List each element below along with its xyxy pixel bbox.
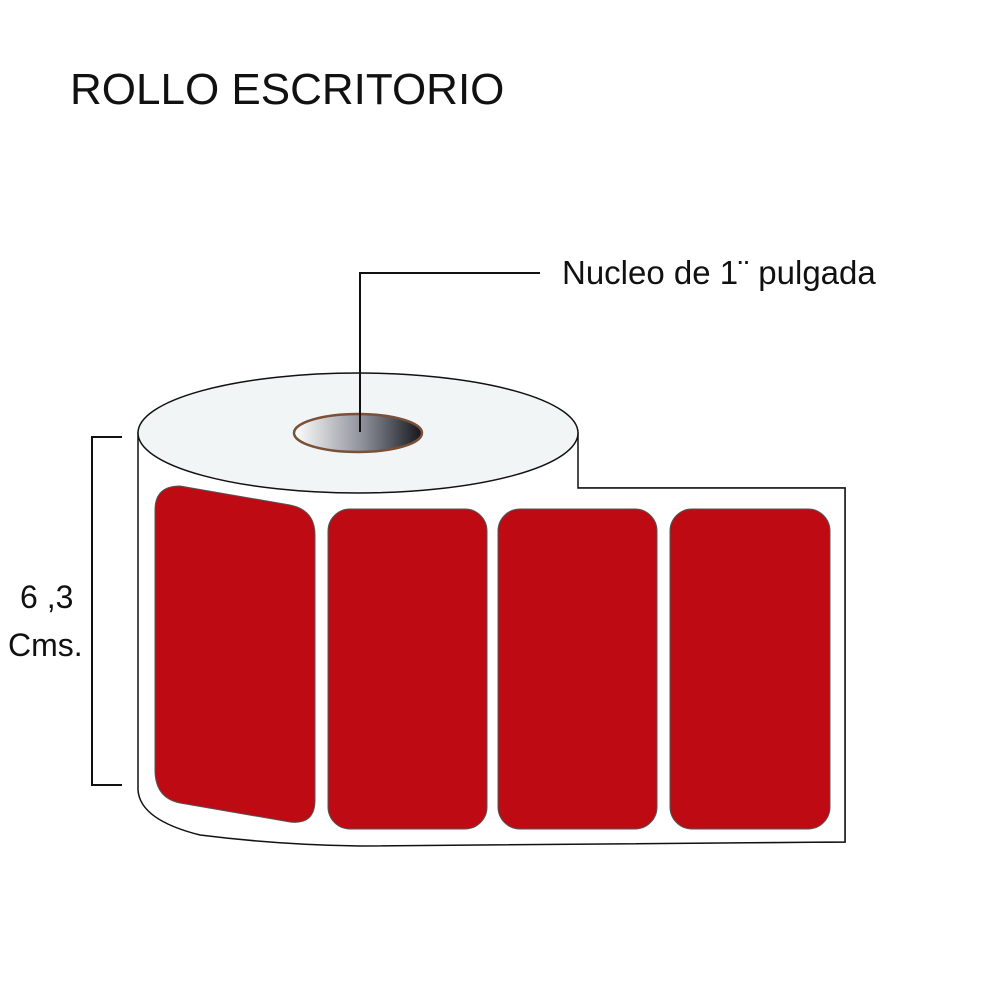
core-leader-line — [359, 272, 540, 432]
height-value: 6 ,3 — [20, 579, 73, 615]
label-2 — [327, 508, 488, 830]
title: ROLLO ESCRITORIO — [70, 65, 504, 114]
height-bracket — [91, 436, 122, 786]
label-3 — [497, 508, 658, 830]
height-unit: Cms. — [8, 627, 83, 663]
label-1 — [154, 485, 316, 823]
core-hole — [292, 412, 424, 454]
label-4 — [669, 508, 831, 830]
core-label: Nucleo de 1¨ pulgada — [562, 254, 876, 291]
